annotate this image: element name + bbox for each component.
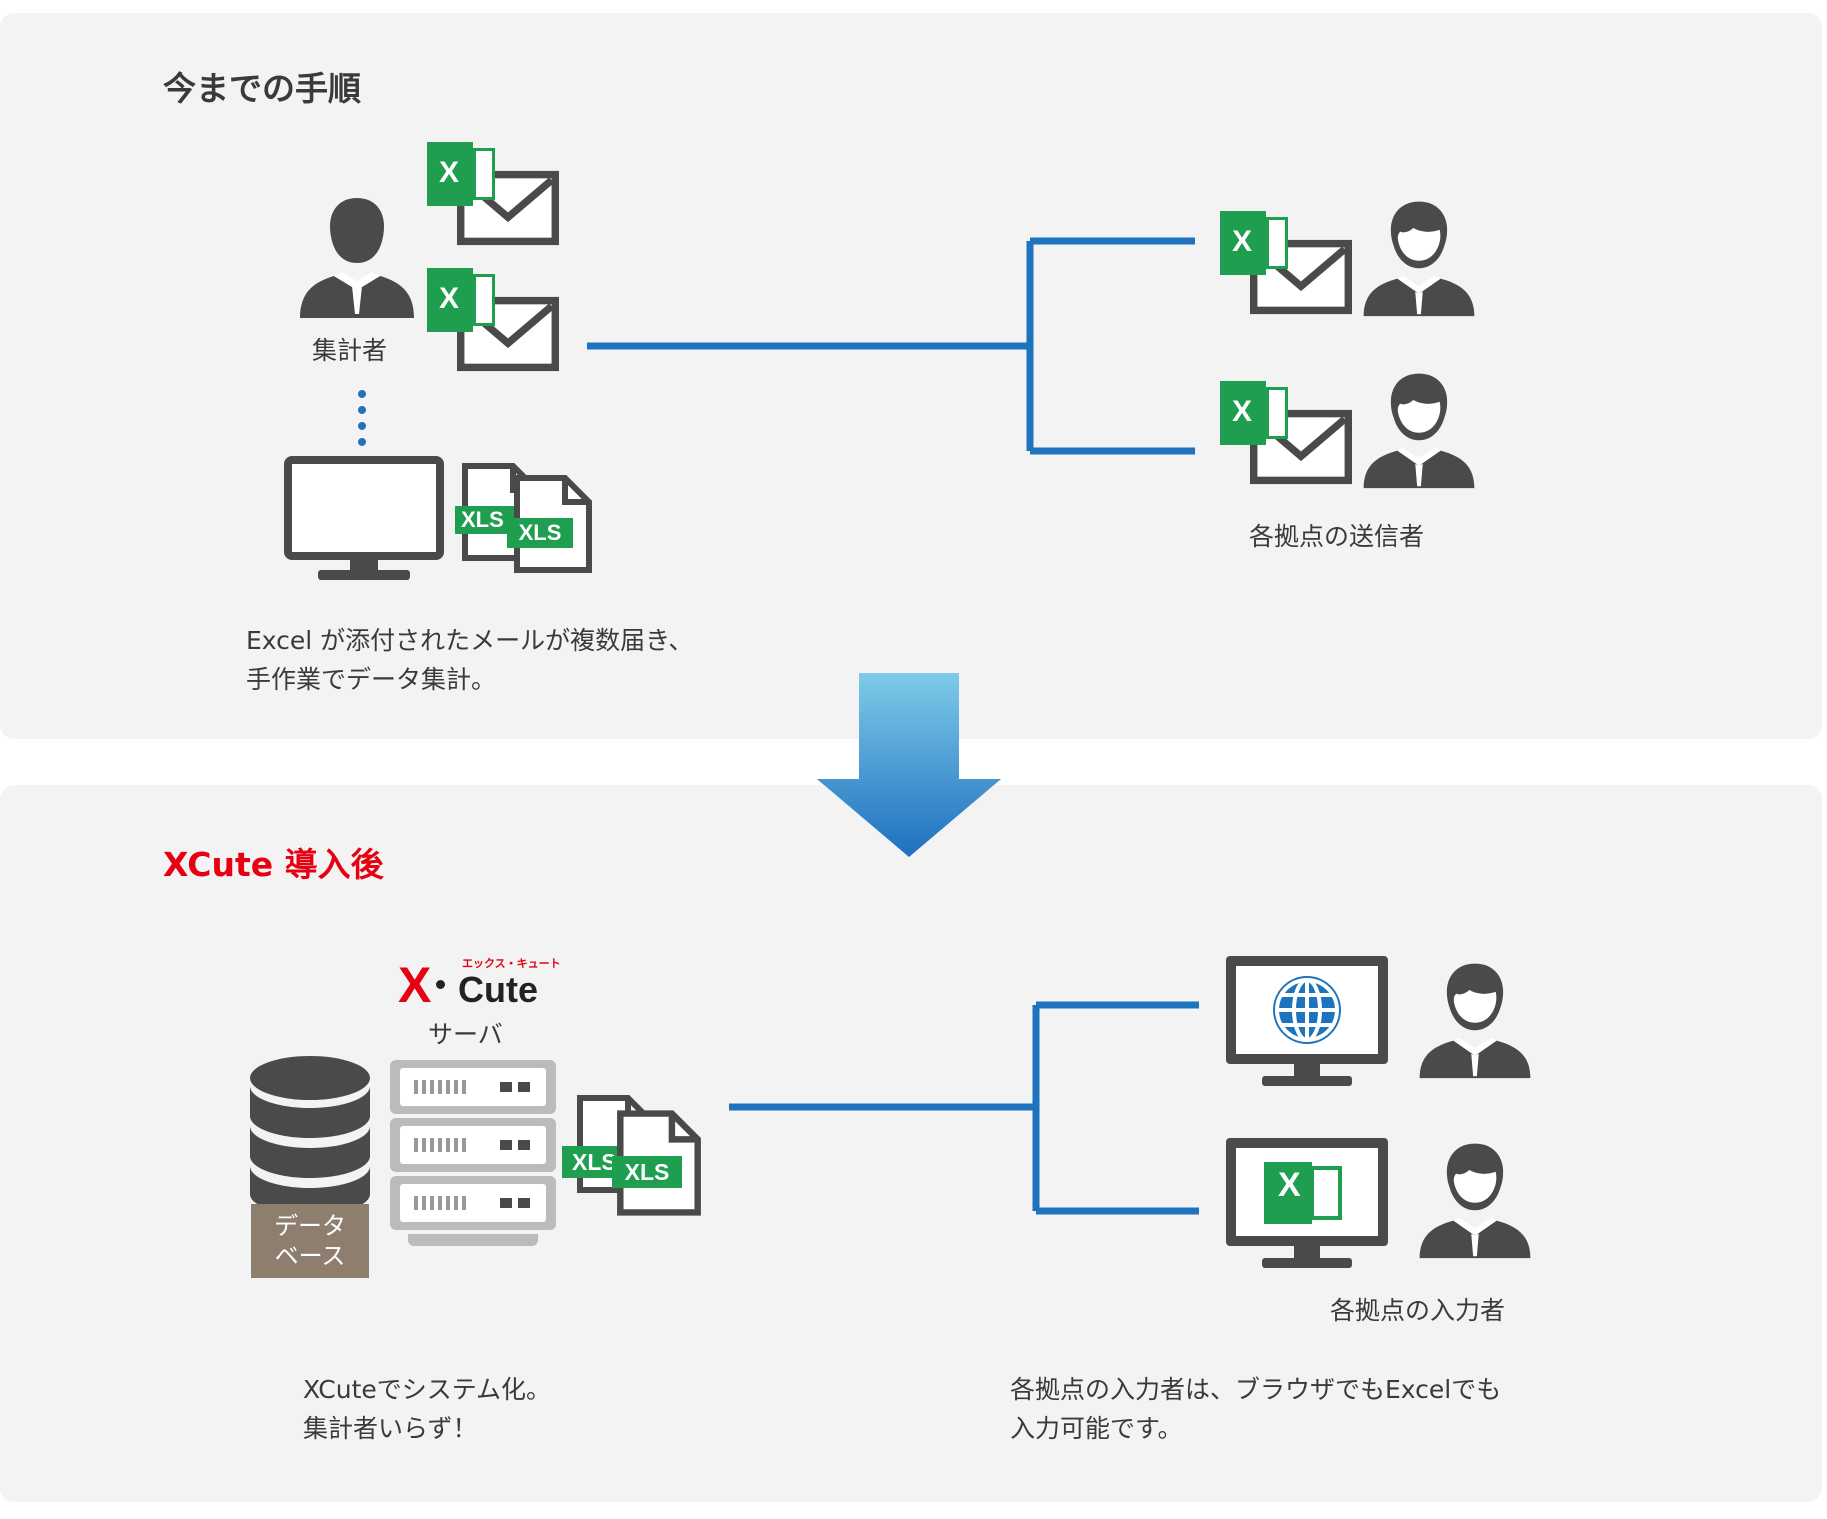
after-caption-right: 各拠点の入力者は、ブラウザでもExcelでも 入力可能です。 <box>1010 1375 1502 1443</box>
database-label: データ ベース <box>251 1204 369 1278</box>
before-caption: Excel が添付されたメールが複数届き、 手作業でデータ集計。 <box>246 626 694 694</box>
inputters-label: 各拠点の入力者 <box>1330 1296 1506 1325</box>
excel-letter: X <box>1278 1166 1301 1204</box>
browser-monitor-icon <box>1226 956 1388 1086</box>
excel-letter: X <box>1232 395 1253 428</box>
xls-files-icon: XLS XLS <box>455 462 595 574</box>
excel-mail-icon: X <box>1220 381 1352 487</box>
globe-icon <box>1273 976 1341 1044</box>
inputter-person-icon <box>1419 963 1531 1079</box>
database-icon <box>250 1056 370 1214</box>
after-panel <box>0 785 1822 1502</box>
senders-label: 各拠点の送信者 <box>1249 522 1425 551</box>
server-label: サーバ <box>428 1020 503 1049</box>
logo-cute: Cute <box>458 969 538 1010</box>
logo-kana: エックス・キュート <box>462 957 561 970</box>
xls-files-icon: XLS XLS <box>562 1094 702 1218</box>
server-icon <box>390 1060 556 1252</box>
before-title: 今までの手順 <box>163 69 361 108</box>
logo-dot <box>436 980 445 989</box>
dotted-connector <box>358 390 374 446</box>
down-arrow-overlay-icon <box>817 673 1001 857</box>
xcute-logo: X Cute エックス・キュート <box>398 946 561 1016</box>
excel-monitor-icon <box>1226 1138 1388 1268</box>
excel-mail-icon: X <box>1220 211 1352 317</box>
after-caption-left: XCuteでシステム化。 集計者いらず！ <box>303 1375 552 1443</box>
excel-letter: X <box>1232 225 1253 258</box>
inputter-person-icon <box>1419 1143 1531 1259</box>
excel-mail-icon: X <box>427 268 559 374</box>
logo-x: X <box>398 957 432 1013</box>
xls-label: XLS <box>612 1156 682 1188</box>
excel-mail-icon: X <box>427 142 559 248</box>
excel-letter: X <box>439 282 460 315</box>
excel-letter: X <box>439 156 460 189</box>
after-title: XCute 導入後 <box>163 845 384 884</box>
aggregator-label: 集計者 <box>312 336 388 365</box>
xls-label: XLS <box>507 518 573 548</box>
before-panel <box>0 13 1822 739</box>
